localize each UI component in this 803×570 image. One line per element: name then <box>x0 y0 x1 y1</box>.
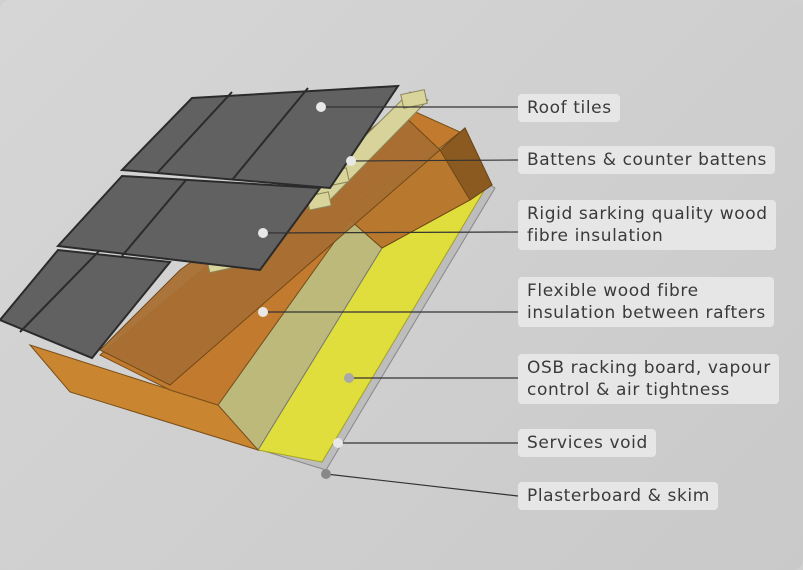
batten-4 <box>400 89 428 109</box>
tile-row-2 <box>55 174 322 272</box>
label-text: Roof tiles <box>527 98 612 118</box>
label-plasterboard: Plasterboard & skim <box>518 482 718 510</box>
label-text: control & air tightness <box>527 380 730 400</box>
label-text: OSB racking board, vapour <box>527 358 771 378</box>
leader-battens <box>350 159 519 162</box>
label-rigid-sarking: Rigid sarking quality wood fibre insulat… <box>518 200 776 250</box>
tile-row-3 <box>0 248 172 360</box>
label-text: Flexible wood fibre <box>527 281 699 301</box>
tile-joint <box>19 249 101 333</box>
label-flexible-wood-fibre: Flexible wood fibre insulation between r… <box>518 277 774 327</box>
leader-rigid-sarking-dot <box>258 228 268 238</box>
label-roof-tiles: Roof tiles <box>518 94 620 122</box>
tile-joint <box>231 87 309 181</box>
tile-joint <box>121 179 187 257</box>
tile-joint <box>157 91 233 173</box>
label-text: Plasterboard & skim <box>527 486 710 506</box>
label-services-void: Services void <box>518 429 656 457</box>
leader-dots <box>258 102 356 479</box>
insulation-front-face <box>28 343 260 452</box>
label-text: Services void <box>527 433 648 453</box>
leader-rigid-sarking <box>262 231 519 234</box>
leader-osb-board-dot <box>344 373 354 383</box>
leader-roof-tiles-dot <box>316 102 326 112</box>
leader-lines <box>262 106 519 497</box>
label-battens: Battens & counter battens <box>518 146 776 174</box>
leader-plasterboard-dot <box>321 469 331 479</box>
tile-row-1 <box>119 84 400 190</box>
roof-tiles-group <box>0 84 400 360</box>
rafter-block-top <box>439 127 493 201</box>
label-text: Battens & counter battens <box>527 150 768 170</box>
label-osb-board: OSB racking board, vapour control & air … <box>518 354 779 404</box>
leader-flexible-wood-fibre-dot <box>258 307 268 317</box>
label-text: fibre insulation <box>527 226 664 246</box>
leader-battens-dot <box>346 156 356 166</box>
leader-services-void-dot <box>333 438 343 448</box>
label-text: insulation between rafters <box>527 303 766 323</box>
label-text: Rigid sarking quality wood <box>527 204 768 224</box>
leader-plasterboard <box>325 473 519 497</box>
